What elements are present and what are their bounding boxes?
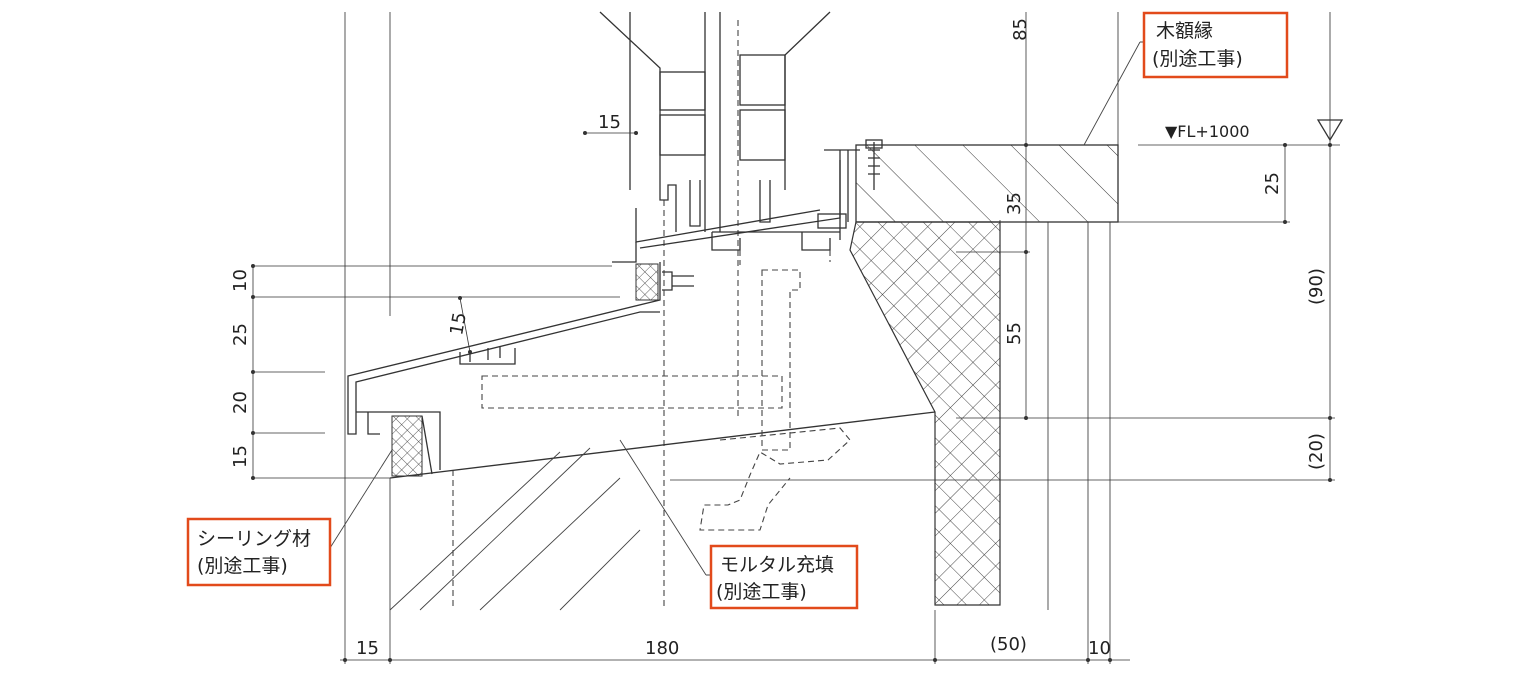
dim-bottom-10: 10	[1088, 638, 1111, 659]
dim-bottom-15: 15	[356, 638, 379, 659]
dimension-labels: 85 15 15 35 55 25 (90) (20) 10 25 20 15 …	[230, 18, 1327, 659]
dimension-lines	[192, 12, 1344, 664]
callout-mortar: モルタル充填 (別途工事)	[709, 544, 859, 610]
dim-bottom-180: 180	[645, 638, 679, 659]
callout-sealing-title: シーリング材	[197, 528, 311, 550]
dim-35: 35	[1004, 192, 1025, 215]
dim-25-right: 25	[1262, 172, 1283, 195]
floor-level-label: ▼FL+1000	[1165, 122, 1250, 141]
wall-hatch	[389, 447, 641, 611]
mortar-fill	[849, 221, 1001, 606]
dim-left-20: 20	[230, 391, 251, 414]
dim-55: 55	[1004, 322, 1025, 345]
callout-mortar-note: (別途工事)	[716, 581, 807, 603]
dim-90: (90)	[1306, 268, 1327, 305]
dim-15-slope: 15	[446, 311, 471, 337]
dim-20-right: (20)	[1306, 433, 1327, 470]
wood-frame-section	[855, 144, 1119, 223]
callout-wood-frame-note: (別途工事)	[1152, 48, 1243, 70]
dim-top-cut: 85	[1010, 18, 1031, 41]
structure-lines	[344, 12, 1331, 610]
dim-left-10: 10	[230, 269, 251, 292]
callout-sealing: シーリング材 (別途工事)	[186, 517, 332, 587]
dim-left-15: 15	[230, 445, 251, 468]
callout-mortar-title: モルタル充填	[720, 554, 834, 576]
dim-15-top: 15	[598, 112, 621, 133]
callout-sealing-note: (別途工事)	[197, 555, 288, 577]
callout-wood-frame: 木額縁 (別途工事)	[1142, 11, 1289, 79]
sill-profile	[347, 262, 936, 479]
dim-left-25: 25	[230, 323, 251, 346]
dim-bottom-50: (50)	[990, 634, 1027, 655]
hidden-parts	[481, 250, 851, 531]
callout-wood-frame-title: 木額縁	[1156, 20, 1213, 42]
window-frame	[599, 11, 883, 263]
